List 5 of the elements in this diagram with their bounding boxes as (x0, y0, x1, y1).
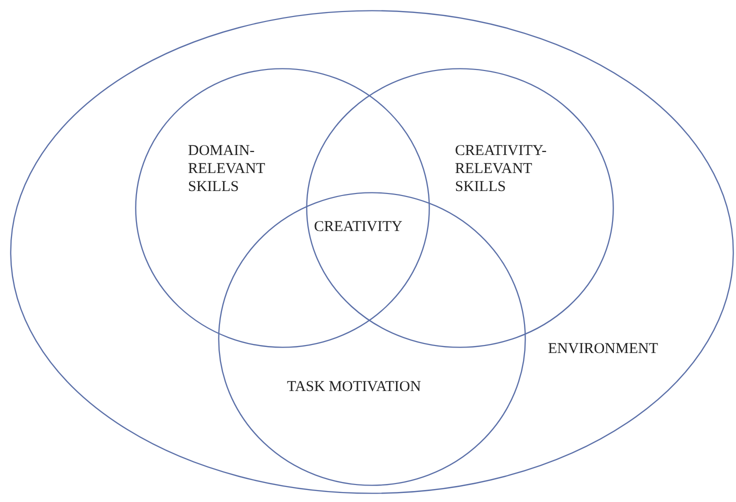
region-label: CREATIVITY-RELEVANT SKILLS (455, 142, 548, 196)
region-label: ENVIRONMENT (548, 340, 659, 358)
center-label: CREATIVITY (314, 218, 402, 236)
region-label: DOMAIN-RELEVANT SKILLS (188, 142, 266, 196)
region-label: TASK MOTIVATION (287, 378, 422, 396)
